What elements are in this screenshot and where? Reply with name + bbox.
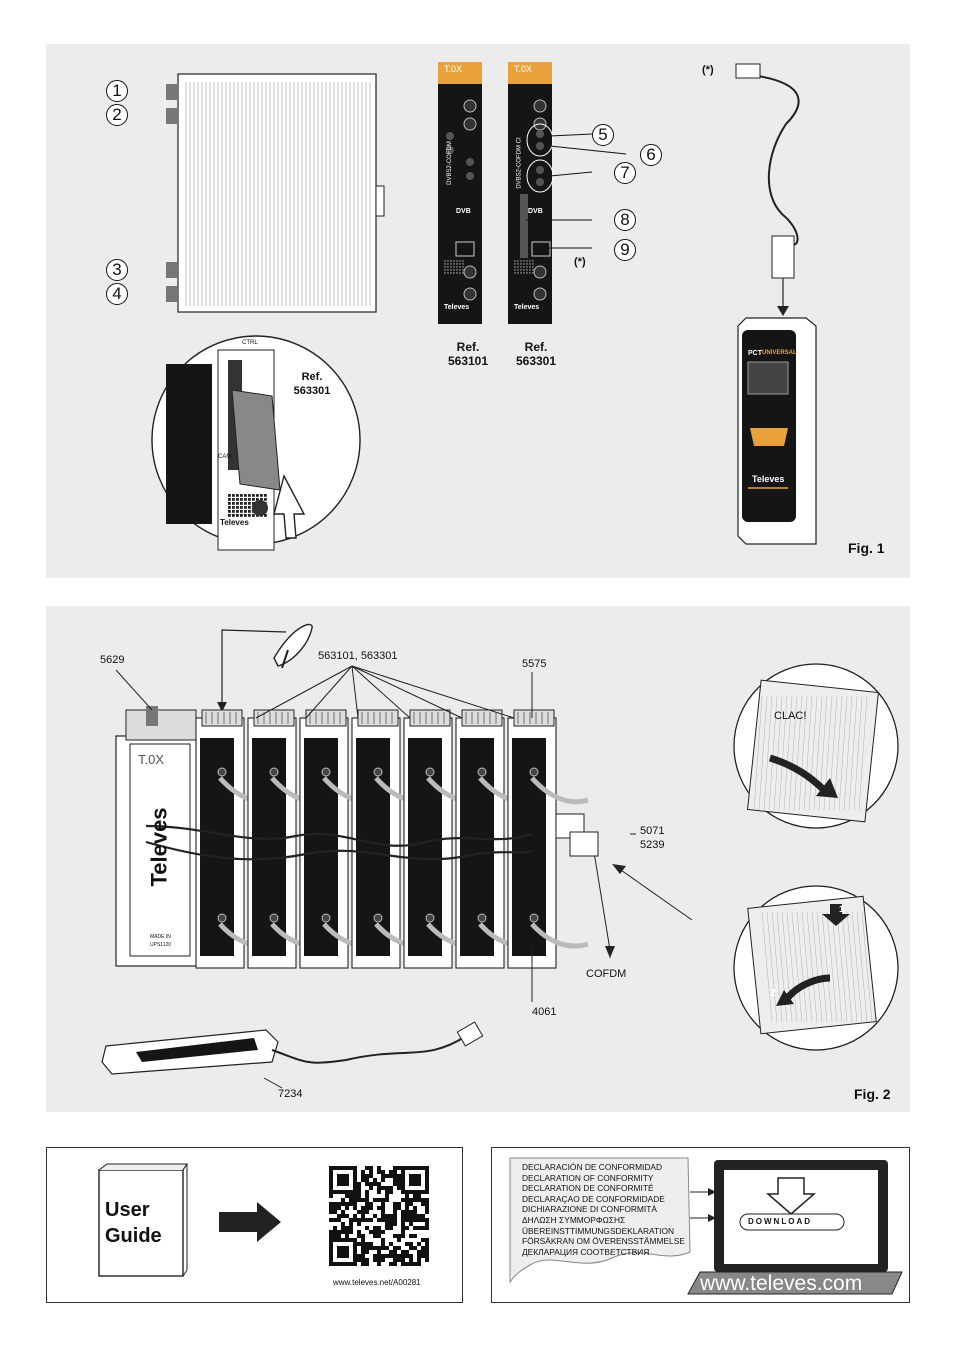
label-clac: CLAC! xyxy=(774,710,807,722)
user-guide-box: User Guide www.televes.net/A00281 xyxy=(46,1147,463,1303)
satellite-dish xyxy=(217,623,313,712)
book-title-line2: Guide xyxy=(105,1225,162,1247)
qr-url[interactable]: www.televes.net/A00281 xyxy=(333,1278,421,1287)
zoom-ctrl-label: CTRL xyxy=(242,340,258,346)
asterisk-note-port: (*) xyxy=(574,256,586,268)
callout-2: 2 xyxy=(106,104,128,126)
module-1-brand: T.0X xyxy=(444,64,463,74)
callout-9: 9 xyxy=(614,239,636,261)
module-1-model: DVBS2-COFDM xyxy=(446,141,453,185)
callout-7: 7 xyxy=(614,162,636,184)
figure-1-title: Fig. 1 xyxy=(848,540,885,556)
declaration-list: DECLARACIÓN DE CONFORMIDAD DECLARATION O… xyxy=(522,1162,685,1257)
module-563301 xyxy=(508,62,554,324)
figure-1-panel: 1 2 3 4 5 6 7 8 9 T.0X T.0X DVBS2-COFDM … xyxy=(46,44,910,578)
label-5575: 5575 xyxy=(522,658,547,670)
module-2-brand: T.0X xyxy=(514,64,533,74)
book-icon xyxy=(98,1163,188,1277)
clip-detail-top xyxy=(733,663,899,829)
meter-variant: UNIVERSAL xyxy=(762,350,797,356)
label-5629: 5629 xyxy=(100,654,125,666)
qr-code xyxy=(329,1166,429,1266)
callout-5: 5 xyxy=(592,124,614,146)
callout-6: 6 xyxy=(640,144,662,166)
callout-leaders xyxy=(526,133,627,249)
module-2-model: DVBS2-COFDM CI xyxy=(516,137,523,189)
module-leaders xyxy=(115,665,693,1002)
figure-1-drawing xyxy=(151,62,817,551)
declaration-drawing xyxy=(509,1157,903,1295)
download-button[interactable]: DOWNLOAD xyxy=(748,1217,812,1226)
step-1: 1 xyxy=(839,904,845,914)
declaration-line: ΔΗΛΩΣΗ ΣΥΜΜΟΡΦΩΣΗΣ xyxy=(522,1214,626,1225)
declaration-line: DECLARATION DE CONFORMITÉ xyxy=(522,1183,654,1194)
callout-8: 8 xyxy=(614,209,636,231)
zoom-ref: Ref.563301 xyxy=(293,371,331,397)
figure-2-title: Fig. 2 xyxy=(854,1086,891,1102)
laptop-icon xyxy=(687,1160,903,1295)
programmer-7234 xyxy=(101,1021,484,1089)
rack-part: UPS1120 xyxy=(150,942,172,948)
figure-2-drawing xyxy=(101,623,899,1089)
meter-model: PCT xyxy=(748,350,762,357)
module-563101 xyxy=(438,62,482,324)
label-5071-5239: 5071 5239 xyxy=(640,825,665,851)
label-563101-563301: 563101, 563301 xyxy=(318,650,398,662)
declaration-line: DICHIARAZIONE DI CONFORMITÀ xyxy=(522,1204,657,1215)
declaration-box: DECLARACIÓN DE CONFORMIDAD DECLARATION O… xyxy=(491,1147,910,1303)
rack-made-in: MADE IN xyxy=(150,934,171,940)
callout-1: 1 xyxy=(106,80,128,102)
televes-url[interactable]: www.televes.com xyxy=(700,1272,863,1295)
module-2-ref: Ref.563301 xyxy=(515,340,557,368)
declaration-line: FÖRSÄKRAN OM ÖVERENSSTÄMMELSE xyxy=(522,1236,685,1247)
module-1-ref: Ref.563101 xyxy=(447,340,489,368)
callout-4: 4 xyxy=(106,283,128,305)
callout-3: 3 xyxy=(106,259,128,281)
module-2-dvb: DVB xyxy=(528,208,543,215)
meter-brand: Televes xyxy=(752,474,785,484)
step-2: 2 xyxy=(770,988,776,999)
label-4061: 4061 xyxy=(532,1006,557,1018)
rack-brand: T.0X xyxy=(138,752,165,767)
arrow-icon xyxy=(219,1202,281,1242)
zoom-cam-label: CAM xyxy=(218,454,232,460)
user-guide-drawing xyxy=(98,1163,429,1277)
module-2-televes: Televes xyxy=(514,304,540,311)
figure-2-panel: 5629 563101, 563301 5575 5071 5239 COFDM… xyxy=(46,606,910,1112)
declaration-line: DECLARACIÓN DE CONFORMIDAD xyxy=(522,1162,663,1172)
meter-and-cable xyxy=(735,63,817,545)
declaration-line: ÜBEREINSTTIMMUNGSDEKLARATION xyxy=(522,1225,675,1236)
heatsink-module xyxy=(166,73,385,313)
declaration-line: DECLARATION OF CONFORMITY xyxy=(522,1172,654,1183)
rack-maker: Televes xyxy=(146,807,172,887)
book-title-line1: User xyxy=(105,1199,150,1221)
cam-insert-zoom xyxy=(151,335,361,551)
module-1-televes: Televes xyxy=(444,304,470,311)
headend-rack xyxy=(115,706,589,969)
module-1-dvb: DVB xyxy=(456,208,471,215)
declaration-line: DECLARAÇAO DE CONFORMIDADE xyxy=(522,1193,665,1204)
declaration-line: ДЕКЛАРАЦИЯ СООТВЕТСТВИЯ xyxy=(522,1246,650,1257)
label-7234: 7234 xyxy=(278,1088,303,1100)
f-connector xyxy=(555,813,599,857)
asterisk-note-top: (*) xyxy=(702,64,714,76)
clip-detail-bottom xyxy=(733,885,899,1051)
zoom-televes-label: Televes xyxy=(220,518,249,527)
label-cofdm: COFDM xyxy=(586,968,627,980)
